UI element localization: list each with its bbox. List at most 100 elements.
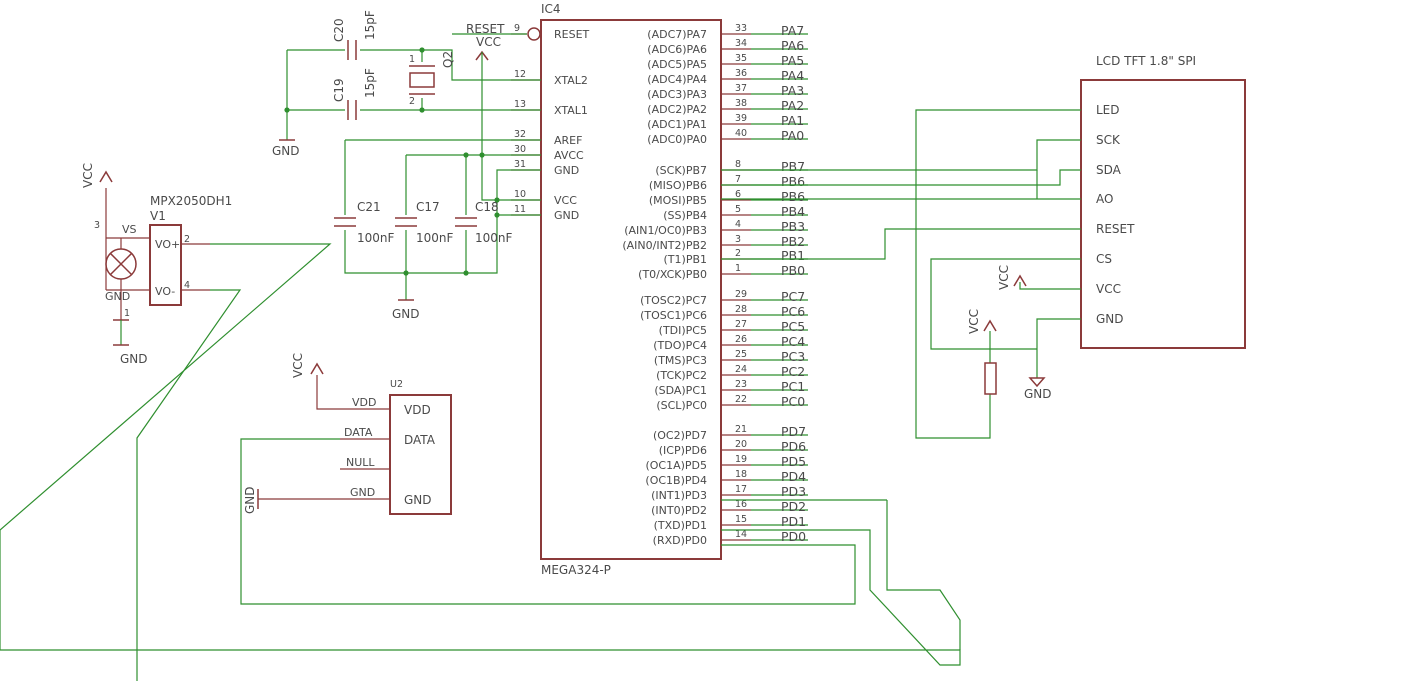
ic4-pin-name: (RXD)PD0 xyxy=(653,534,707,547)
lcd-wiring: VCC GND VCC xyxy=(721,109,1081,439)
ic4-pin-pa5: (ADC5)PA5 35 PA5 xyxy=(647,53,808,71)
ic4-pin-num: 35 xyxy=(735,53,747,64)
ic4-pin-num: 29 xyxy=(735,289,747,300)
net-label: PC1 xyxy=(781,379,805,394)
net-label: PC6 xyxy=(781,304,805,319)
ic4-pin-num: 25 xyxy=(735,349,747,360)
u2-module: U2 VDD DATA GND VDD DATA NULL GND VCC GN… xyxy=(243,353,452,515)
ic4-pin-num: 23 xyxy=(735,379,747,390)
vcc-label-reset: VCC xyxy=(476,35,501,49)
ic4-pin-num: 21 xyxy=(735,424,747,435)
lcd-pin-sda: SDA xyxy=(1096,163,1122,177)
q2-pin2: 2 xyxy=(409,96,415,107)
ic4-pin-name: GND xyxy=(554,209,579,222)
lcd-pin-led: LED xyxy=(1096,103,1120,117)
c17-ref: C17 xyxy=(416,200,440,214)
net-label: PC7 xyxy=(781,289,805,304)
ic4-pin-num: 34 xyxy=(735,38,747,49)
lcd-title: LCD TFT 1.8" SPI xyxy=(1096,54,1196,68)
net-label: PC3 xyxy=(781,349,805,364)
ic4-pin-name: (SCK)PB7 xyxy=(655,164,707,177)
lcd-pin-cs: CS xyxy=(1096,252,1112,266)
sensor-num-vop: 2 xyxy=(184,234,190,245)
ic4-pin-name: (ADC1)PA1 xyxy=(647,118,707,131)
net-label: PA3 xyxy=(781,83,804,98)
net-label: PC5 xyxy=(781,319,805,334)
ic4-pin-num: 18 xyxy=(735,469,747,480)
net-label: PA5 xyxy=(781,53,804,68)
sensor-ref: MPX2050DH1 xyxy=(150,194,232,208)
c19-ref: C19 xyxy=(332,78,346,102)
ic4-pin-name: (OC1A)PD5 xyxy=(645,459,707,472)
vcc-label-led: VCC xyxy=(967,309,981,334)
net-label: PC4 xyxy=(781,334,805,349)
ic4-pin-name: GND xyxy=(554,164,579,177)
net-label: PB3 xyxy=(781,219,805,234)
sensor-num-vs: 3 xyxy=(94,220,100,231)
net-label: PD7 xyxy=(781,424,806,439)
ic4-pin-name: (TOSC2)PC7 xyxy=(640,294,707,307)
ic4-pin-num: 38 xyxy=(735,98,747,109)
capacitor-c21: C21 100nF xyxy=(334,200,395,245)
ic4-pin-name: (SCL)PC0 xyxy=(656,399,707,412)
net-label: PB0 xyxy=(781,263,805,278)
c18-ref: C18 xyxy=(475,200,499,214)
gnd-label-u2: GND xyxy=(243,486,257,514)
vcc-label-lcd: VCC xyxy=(997,265,1011,290)
net-label: PA4 xyxy=(781,68,804,83)
reset-net-label: RESET xyxy=(466,22,505,36)
ic4-pin-num: 30 xyxy=(514,144,526,155)
ic4-pin-name: XTAL2 xyxy=(554,74,588,87)
net-label: PD4 xyxy=(781,469,806,484)
ic4-pin-num: 4 xyxy=(735,219,741,230)
ic4-pin-name: (ADC2)PA2 xyxy=(647,103,707,116)
ic4-pin-num: 14 xyxy=(735,529,747,540)
u2-pin-gnd: GND xyxy=(404,493,432,507)
net-label: PA0 xyxy=(781,128,804,143)
net-label: PA7 xyxy=(781,23,804,38)
ic4-pin-num: 24 xyxy=(735,364,747,375)
ic4-pin-num: 3 xyxy=(735,234,741,245)
ic4-pin-num: 40 xyxy=(735,128,747,139)
ic4-pin-name: (TOSC1)PC6 xyxy=(640,309,707,322)
ic4-pin-num: 2 xyxy=(735,248,741,259)
ic4-pin-num: 15 xyxy=(735,514,747,525)
capacitor-c20: C20 15pF xyxy=(332,10,377,60)
net-label: PB7 xyxy=(781,159,805,174)
ic4-pin-num: 28 xyxy=(735,304,747,315)
net-label: PD2 xyxy=(781,499,806,514)
ic4-pin-name: XTAL1 xyxy=(554,104,588,117)
crystal-section: GND C20 15pF C19 15pF 1 2 Q2 xyxy=(272,10,541,158)
lcd-pin-vcc: VCC xyxy=(1096,282,1121,296)
ic4-pin-pc6: (TOSC1)PC6 28 PC6 xyxy=(640,304,808,322)
net-label: PB4 xyxy=(781,204,805,219)
ic4-pin-name: (INT0)PD2 xyxy=(651,504,707,517)
ic4-pin-name: (TCK)PC2 xyxy=(656,369,707,382)
sensor-pin-gnd: GND xyxy=(105,290,130,303)
ic4-pin-name: (ICP)PD6 xyxy=(659,444,707,457)
capacitor-c19: C19 15pF xyxy=(332,68,377,120)
ic4-pin-name: (T0/XCK)PB0 xyxy=(638,268,707,281)
sensor-num-gnd: 1 xyxy=(124,308,130,319)
u2-net-null: NULL xyxy=(346,456,375,469)
ic4-pin-name: AREF xyxy=(554,134,582,147)
ic4-pin-name: (ADC5)PA5 xyxy=(647,58,707,71)
